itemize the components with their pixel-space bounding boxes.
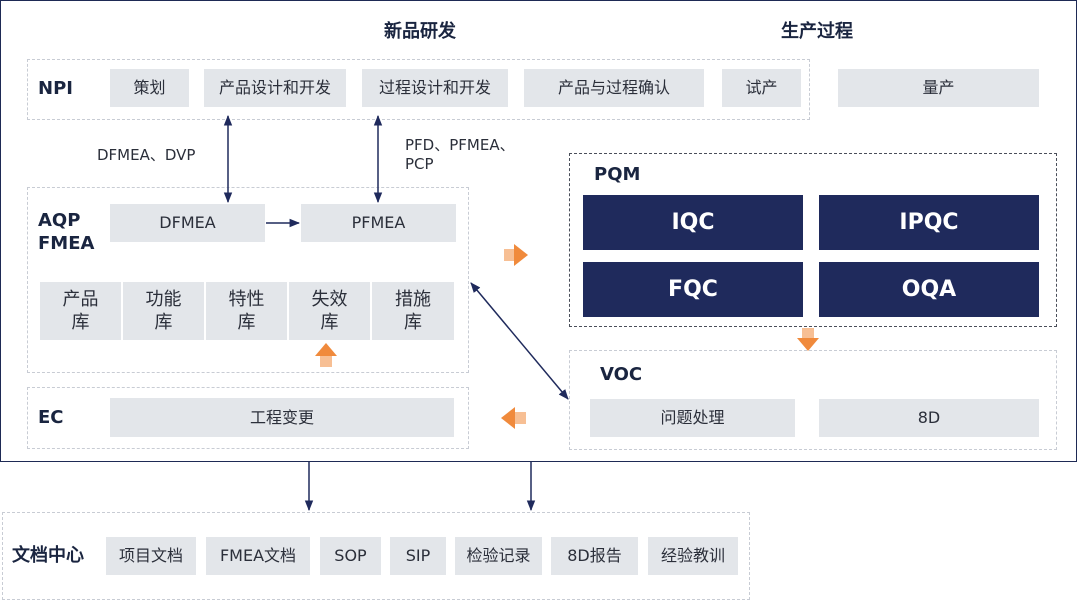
doc-center-label: 文档中心 (12, 545, 84, 566)
npi-label: NPI (38, 78, 73, 99)
npi-step-planning: 策划 (110, 69, 189, 107)
library-failure-line1: 失效 (311, 289, 348, 310)
header-production: 生产过程 (781, 21, 853, 42)
npi-step-trial: 试产 (722, 69, 801, 107)
fqc-box: FQC (583, 262, 803, 317)
library-product-line1: 产品 (62, 289, 99, 310)
mass-production: 量产 (838, 69, 1039, 107)
voc-label: VOC (600, 364, 643, 385)
orange-arrow-pqm-to-voc (797, 328, 819, 351)
doc-project: 项目文档 (106, 537, 196, 575)
library-characteristic: 特性 库 (206, 282, 287, 340)
library-characteristic-line1: 特性 (228, 289, 265, 310)
aqp-container (27, 187, 469, 373)
library-measure-line2: 库 (404, 312, 422, 333)
library-failure: 失效 库 (289, 282, 370, 340)
ec-label: EC (38, 407, 64, 428)
orange-arrow-up-to-failure-lib (315, 343, 337, 367)
npi-step-product-design: 产品设计和开发 (204, 69, 346, 107)
iqc-box: IQC (583, 195, 803, 250)
library-measure: 措施 库 (372, 282, 454, 340)
library-product: 产品 库 (40, 282, 121, 340)
aqp-label-line2: FMEA (38, 233, 95, 254)
pqm-label: PQM (594, 164, 641, 185)
npi-container (27, 59, 810, 120)
orange-arrow-aqp-to-pqm (504, 244, 528, 266)
library-measure-line1: 措施 (395, 289, 431, 310)
arrow-aqp-voc (470, 282, 569, 400)
pqm-container (569, 153, 1057, 327)
voc-container (569, 350, 1057, 450)
library-function-line2: 库 (154, 312, 173, 333)
doc-sip: SIP (390, 537, 446, 575)
header-new-product: 新品研发 (384, 21, 456, 42)
ec-container (27, 387, 469, 449)
note-pfd-line2: PCP (405, 155, 434, 173)
note-dfmea-dvp: DFMEA、DVP (97, 146, 196, 164)
issue-handling-box: 问题处理 (590, 399, 795, 437)
library-failure-line2: 库 (320, 312, 339, 333)
npi-step-process-design: 过程设计和开发 (362, 69, 508, 107)
doc-center-container (2, 512, 750, 600)
main-frame (0, 0, 1077, 462)
note-pfd-line1: PFD、PFMEA、 (405, 136, 515, 154)
orange-arrow-voc-to-ec (501, 407, 526, 429)
pfmea-box: PFMEA (301, 204, 456, 242)
doc-sop: SOP (320, 537, 381, 575)
library-characteristic-line2: 库 (237, 312, 256, 333)
doc-8d-report: 8D报告 (551, 537, 638, 575)
engineering-change-box: 工程变更 (110, 398, 454, 437)
8d-box: 8D (819, 399, 1039, 437)
library-product-line2: 库 (71, 312, 90, 333)
doc-fmea: FMEA文档 (206, 537, 310, 575)
doc-lessons-learned: 经验教训 (648, 537, 738, 575)
aqp-label-line1: AQP (38, 210, 81, 231)
library-function-line1: 功能 (145, 289, 182, 310)
library-function: 功能 库 (123, 282, 204, 340)
dfmea-box: DFMEA (110, 204, 265, 242)
doc-inspection-record: 检验记录 (455, 537, 542, 575)
ipqc-box: IPQC (819, 195, 1039, 250)
npi-step-validation: 产品与过程确认 (524, 69, 704, 107)
oqa-box: OQA (819, 262, 1039, 317)
